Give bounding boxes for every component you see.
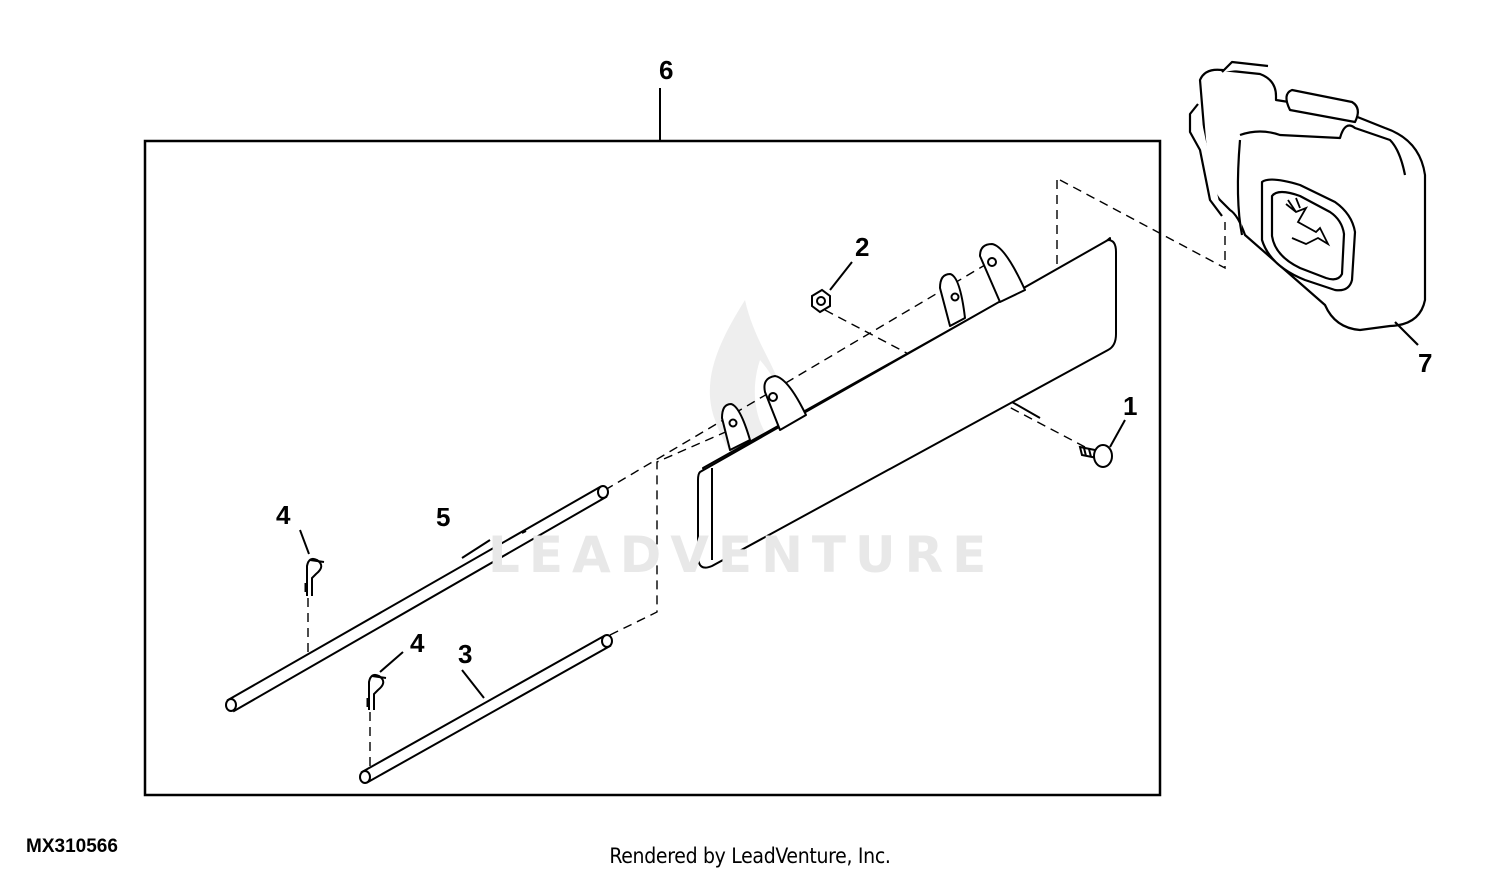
nut-part [811, 261, 853, 314]
callout-1: 1 [1123, 391, 1137, 421]
callout-3: 3 [458, 639, 472, 669]
bolt-part [1078, 419, 1126, 468]
deer-logo-icon [1285, 197, 1331, 247]
callout-4-upper: 4 [276, 500, 291, 530]
alignment-lines [307, 179, 1226, 770]
callout-7: 7 [1418, 348, 1432, 378]
callout-2: 2 [855, 232, 869, 262]
suitcase-weight-part [1188, 60, 1427, 346]
callout-5: 5 [436, 502, 450, 532]
assembly-frame [143, 139, 1162, 797]
rod-5-part [225, 485, 609, 713]
figure-id: MX310566 [26, 836, 118, 857]
hair-pin-clip-upper [299, 529, 325, 596]
watermark-text: LEADVENTURE [488, 526, 996, 584]
hair-pin-clip-lower [366, 651, 404, 710]
render-credit: Rendered by LeadVenture, Inc. [609, 844, 891, 868]
weight-bracket [697, 237, 1117, 569]
callout-4-lower: 4 [410, 628, 425, 658]
callout-6: 6 [659, 55, 673, 85]
rod-3-part [359, 634, 613, 784]
